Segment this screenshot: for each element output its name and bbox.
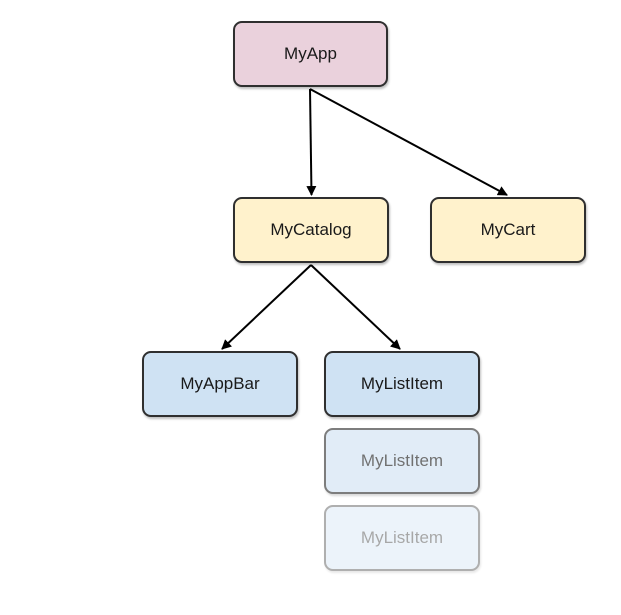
node-mylistitem-1: MyListItem	[324, 351, 480, 417]
edge-mycatalog-to-myappbar	[221, 264, 312, 350]
edge-myapp-to-mycatalog	[306, 88, 317, 196]
node-label: MyAppBar	[180, 374, 260, 393]
node-label: MyApp	[284, 44, 337, 63]
node-label: MyCart	[480, 220, 536, 239]
edge-myapp-to-mycart	[309, 88, 508, 196]
edge-mycatalog-to-mylistitem	[310, 264, 401, 350]
node-mycart: MyCart	[430, 197, 586, 263]
node-label: MyListItem	[360, 451, 444, 470]
node-myapp: MyApp	[233, 21, 388, 87]
node-mylistitem-3: MyListItem	[324, 505, 480, 571]
node-label: MyListItem	[360, 374, 444, 393]
node-myappbar: MyAppBar	[142, 351, 298, 417]
node-mylistitem-2: MyListItem	[324, 428, 480, 494]
node-label: MyListItem	[360, 528, 444, 547]
node-label: MyCatalog	[270, 220, 352, 239]
node-mycatalog: MyCatalog	[233, 197, 389, 263]
